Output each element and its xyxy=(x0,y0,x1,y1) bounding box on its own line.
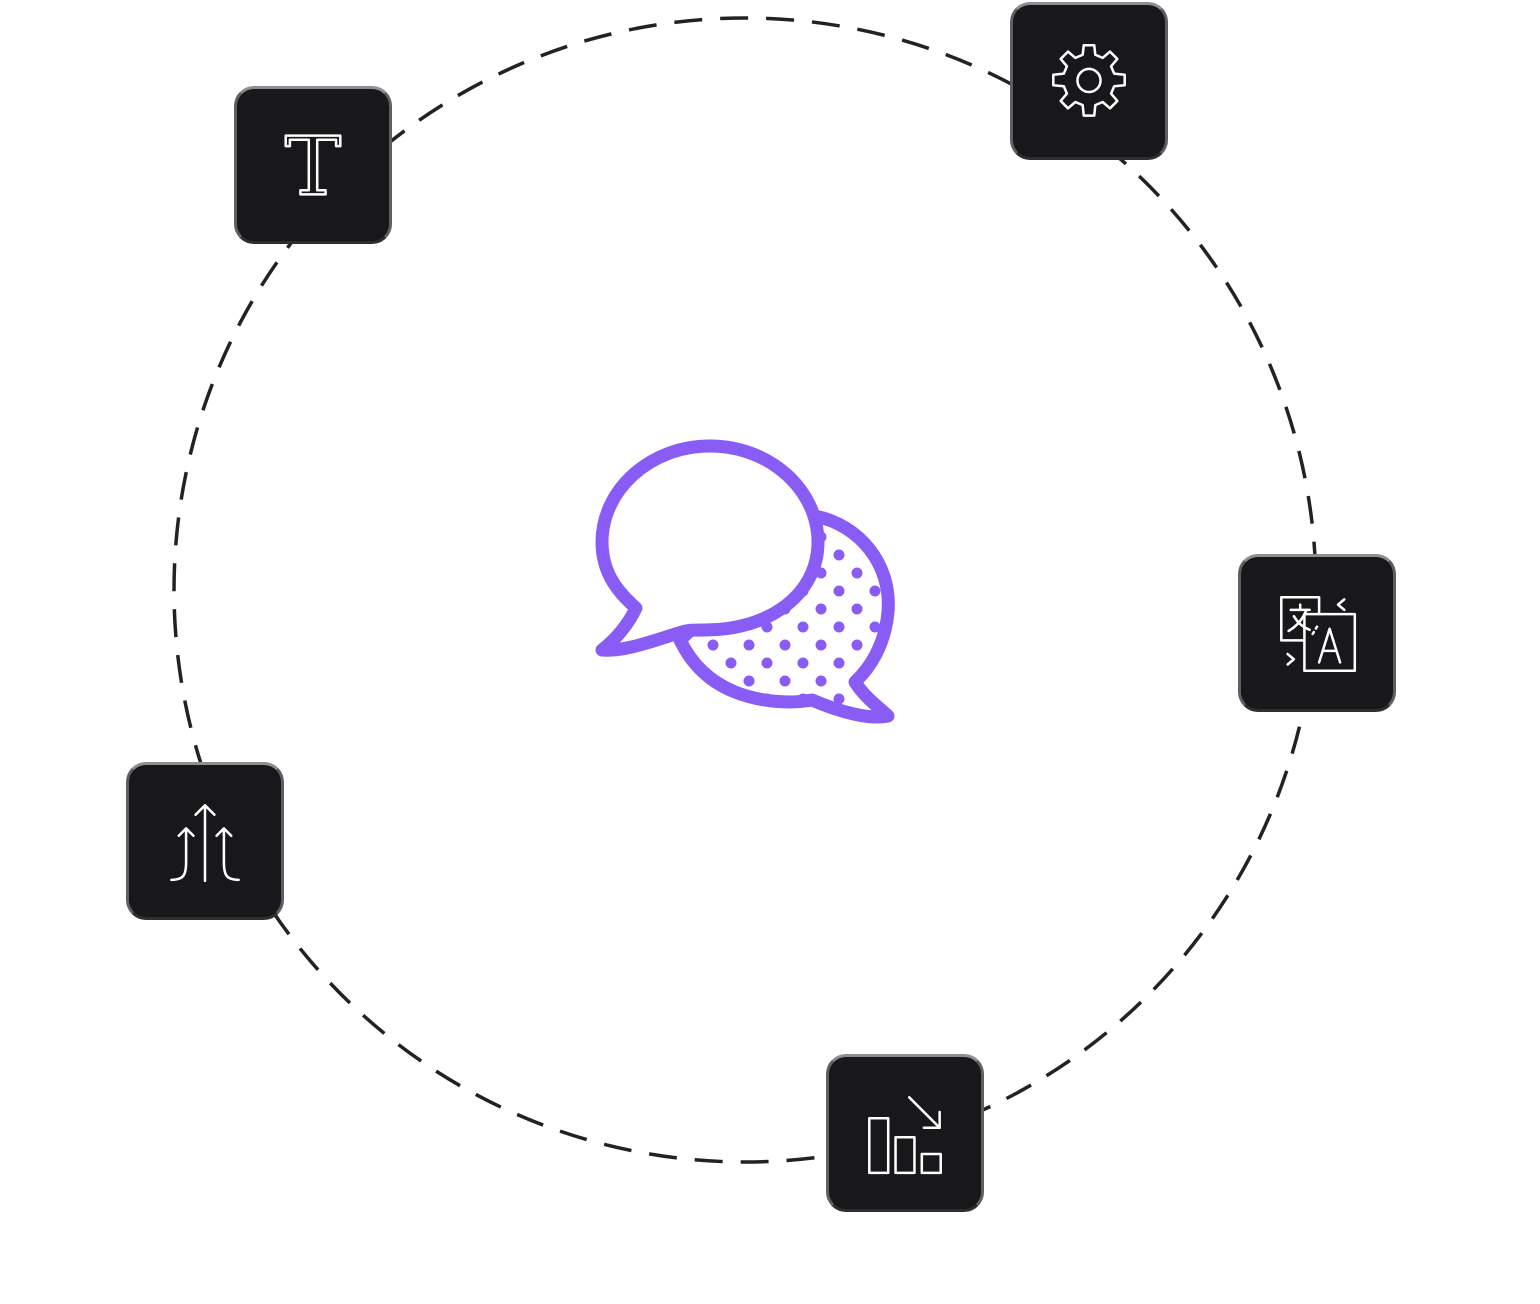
chat-bubbles-icon xyxy=(595,439,895,724)
analytics-node[interactable] xyxy=(826,1054,984,1212)
back-bubble xyxy=(673,509,895,724)
growth-node[interactable] xyxy=(126,762,284,920)
arrows-up-icon xyxy=(170,804,240,883)
translate-icon xyxy=(1280,596,1357,673)
settings-node[interactable] xyxy=(1010,2,1168,160)
text-tool-node[interactable] xyxy=(234,86,392,244)
front-bubble xyxy=(595,439,825,657)
text-icon xyxy=(284,134,342,196)
bar-chart-decrease-icon xyxy=(868,1096,942,1175)
gear-icon xyxy=(1052,44,1126,117)
translate-node[interactable] xyxy=(1238,554,1396,712)
